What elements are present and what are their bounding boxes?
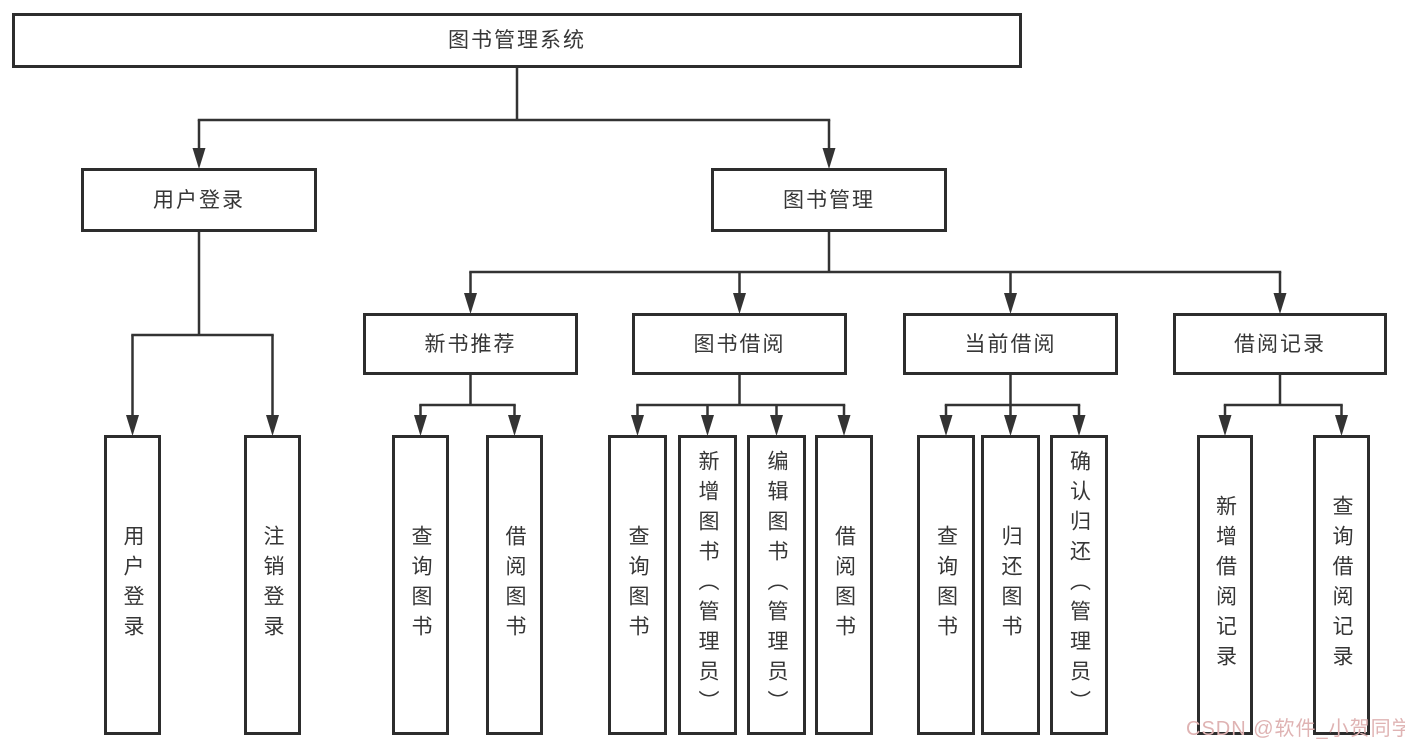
arrowhead — [822, 148, 836, 169]
arrowhead — [1218, 415, 1232, 436]
leaf-edit-book-admin: 编辑图书（管理员） — [747, 435, 806, 735]
node-current-borrow-label: 当前借阅 — [964, 332, 1057, 356]
leaf-user-login-label: 用户登录 — [121, 525, 144, 645]
node-current-borrow: 当前借阅 — [903, 313, 1118, 375]
node-new-book-recommend-label: 新书推荐 — [424, 332, 517, 356]
arrowhead — [733, 293, 746, 314]
arrowhead — [770, 415, 783, 436]
arrowhead — [1004, 293, 1017, 314]
leaf-query-book-borrow: 查询图书 — [608, 435, 667, 735]
leaf-borrow-book-recommend: 借阅图书 — [486, 435, 543, 735]
node-library-system-label: 图书管理系统 — [448, 29, 586, 52]
leaf-query-book-recommend: 查询图书 — [392, 435, 449, 735]
leaf-borrow-book: 借阅图书 — [815, 435, 873, 735]
node-user-login: 用户登录 — [81, 168, 317, 232]
leaf-add-borrow-record-label: 新增借阅记录 — [1213, 495, 1237, 675]
arrowhead — [837, 415, 851, 436]
arrowhead — [508, 415, 521, 436]
node-book-borrow-label: 图书借阅 — [693, 332, 786, 356]
leaf-borrow-book-recommend-label: 借阅图书 — [503, 525, 526, 645]
arrowhead — [631, 415, 644, 436]
node-user-login-label: 用户登录 — [153, 188, 245, 212]
leaf-query-book-current: 查询图书 — [917, 435, 975, 735]
node-book-borrow: 图书借阅 — [632, 313, 847, 375]
arrowhead — [192, 148, 206, 169]
leaf-add-borrow-record: 新增借阅记录 — [1197, 435, 1253, 735]
leaf-return-book-label: 归还图书 — [999, 525, 1022, 645]
leaf-logout: 注销登录 — [244, 435, 301, 735]
leaf-query-borrow-record-label: 查询借阅记录 — [1330, 495, 1353, 675]
leaf-add-book-admin-label: 新增图书（管理员） — [696, 450, 719, 720]
node-book-management-label: 图书管理 — [783, 188, 875, 212]
leaf-query-book-current-label: 查询图书 — [934, 525, 958, 645]
leaf-add-book-admin: 新增图书（管理员） — [678, 435, 737, 735]
arrowhead — [701, 415, 714, 436]
node-borrow-record: 借阅记录 — [1173, 313, 1387, 375]
watermark: CSDN @软件_小贺同学 — [1186, 718, 1405, 740]
arrowhead — [126, 415, 139, 436]
arrowhead — [266, 415, 279, 436]
node-book-management: 图书管理 — [711, 168, 947, 232]
arrowhead — [1273, 293, 1287, 314]
leaf-query-book-recommend-label: 查询图书 — [409, 525, 432, 645]
leaf-confirm-return-admin-label: 确认归还（管理员） — [1067, 450, 1091, 720]
arrowhead — [939, 415, 953, 436]
arrowhead — [1072, 415, 1086, 436]
leaf-query-borrow-record: 查询借阅记录 — [1313, 435, 1370, 735]
leaf-query-book-borrow-label: 查询图书 — [626, 525, 649, 645]
node-new-book-recommend: 新书推荐 — [363, 313, 578, 375]
arrowhead — [414, 415, 427, 436]
arrowhead — [1335, 415, 1348, 436]
leaf-user-login: 用户登录 — [104, 435, 161, 735]
leaf-edit-book-admin-label: 编辑图书（管理员） — [765, 450, 788, 720]
leaf-logout-label: 注销登录 — [261, 525, 284, 645]
arrowhead — [1004, 415, 1017, 436]
leaf-return-book: 归还图书 — [981, 435, 1040, 735]
leaf-borrow-book-label: 借阅图书 — [832, 525, 856, 645]
node-library-system: 图书管理系统 — [12, 13, 1022, 68]
leaf-confirm-return-admin: 确认归还（管理员） — [1050, 435, 1108, 735]
arrowhead — [464, 293, 477, 314]
node-borrow-record-label: 借阅记录 — [1234, 332, 1326, 356]
